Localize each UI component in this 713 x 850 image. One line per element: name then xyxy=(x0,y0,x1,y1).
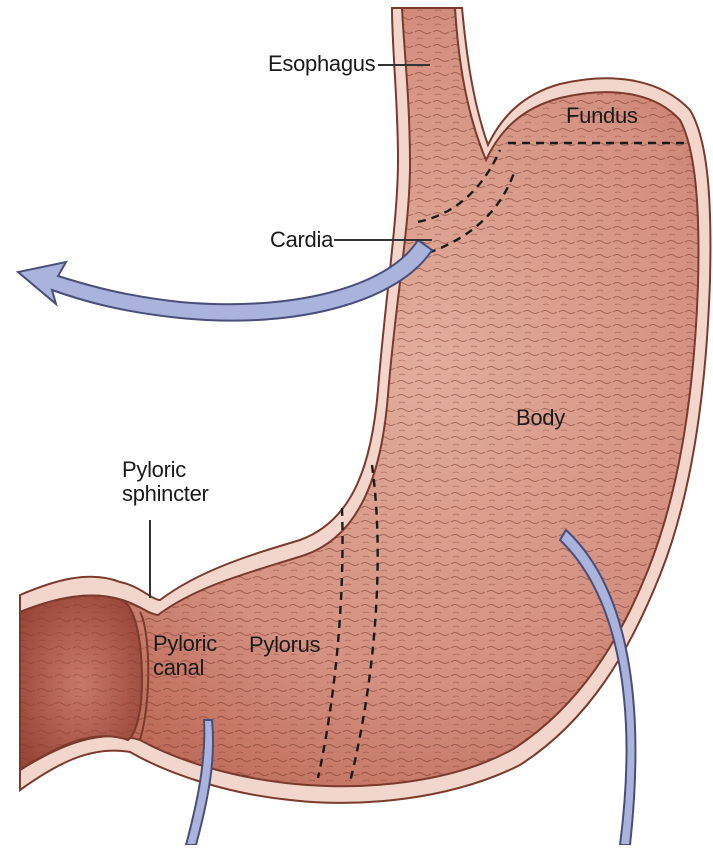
label-pyloric-canal: Pyloric canal xyxy=(153,632,263,680)
label-esophagus: Esophagus xyxy=(268,52,375,76)
label-pyloric-sphincter-line2: sphincter xyxy=(122,482,232,506)
label-pylorus: Pylorus xyxy=(249,633,320,657)
label-cardia: Cardia xyxy=(270,228,333,252)
label-pyloric-canal-line1: Pyloric xyxy=(153,632,263,656)
arrow-left-from-cardia xyxy=(18,240,432,321)
label-pyloric-canal-line2: canal xyxy=(153,656,263,680)
label-fundus: Fundus xyxy=(566,104,638,128)
label-pyloric-sphincter: Pyloric sphincter xyxy=(122,458,232,506)
label-pyloric-sphincter-line1: Pyloric xyxy=(122,458,232,482)
label-body: Body xyxy=(516,406,565,430)
